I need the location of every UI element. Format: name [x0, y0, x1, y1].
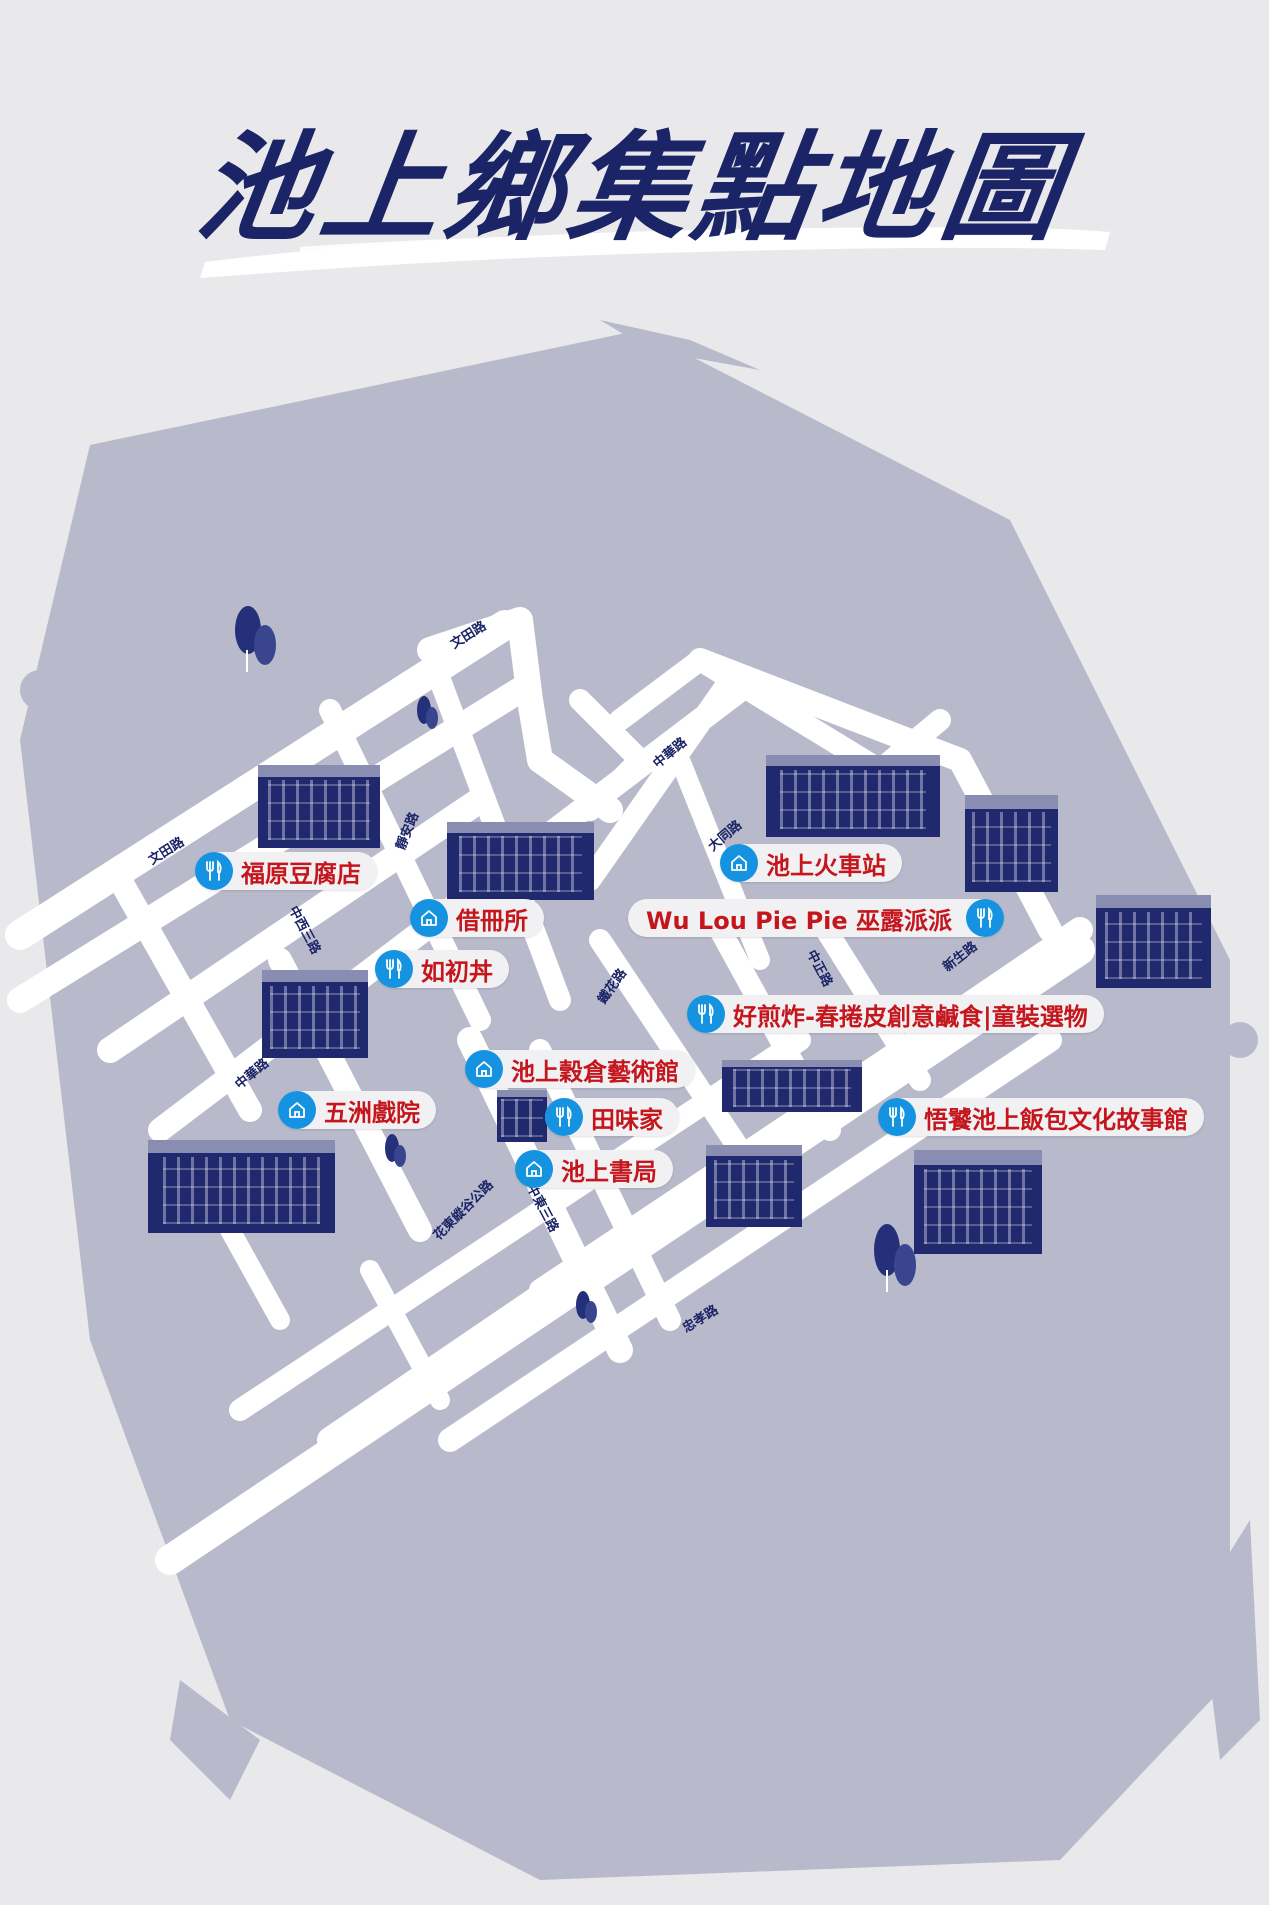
- poi-jiecesuo[interactable]: 借冊所: [410, 899, 544, 937]
- home-icon: [465, 1050, 503, 1088]
- home-icon: [720, 844, 758, 882]
- tree-cluster-5: [874, 1224, 916, 1292]
- poi-train-station[interactable]: 池上火車站: [720, 844, 902, 882]
- tree-cluster-3: [385, 1134, 406, 1167]
- poi-tianweijia[interactable]: 田味家: [545, 1098, 679, 1136]
- photo-wulou: [1096, 895, 1211, 988]
- poi-name: 好煎炸-春捲皮創意鹹食|童裝選物: [687, 995, 1104, 1033]
- photo-jiecesuo: [447, 822, 594, 900]
- brush-stroke: [200, 227, 1110, 278]
- food-icon: [687, 995, 725, 1033]
- poi-wuzhou-theater[interactable]: 五洲戲院: [278, 1091, 436, 1129]
- home-icon: [278, 1091, 316, 1129]
- poi-bookstore[interactable]: 池上書局: [515, 1150, 673, 1188]
- home-icon: [410, 899, 448, 937]
- home-icon: [515, 1150, 553, 1188]
- photo-fuyuan-tofu: [258, 765, 380, 848]
- tree-cluster-2: [417, 696, 438, 729]
- poi-wulou-pie[interactable]: Wu Lou Pie Pie 巫露派派: [628, 899, 1005, 937]
- food-icon: [966, 899, 1005, 937]
- tree-cluster-4: [576, 1291, 597, 1323]
- food-icon: [878, 1098, 916, 1136]
- poi-fuyuan-tofu[interactable]: 福原豆腐店: [195, 852, 377, 890]
- tree-cluster-1: [235, 606, 276, 672]
- food-icon: [375, 950, 413, 988]
- poi-ruchu[interactable]: 如初丼: [375, 950, 509, 988]
- photo-train-station: [766, 755, 940, 837]
- photo-ruchu: [262, 970, 368, 1058]
- poi-haojianzha[interactable]: 好煎炸-春捲皮創意鹹食|童裝選物: [687, 995, 1104, 1033]
- photo-bookstore: [706, 1145, 802, 1227]
- photo-wutao: [914, 1150, 1042, 1254]
- photo-wuzhou-theater: [148, 1140, 335, 1233]
- poi-name: 悟饕池上飯包文化故事館: [878, 1098, 1204, 1136]
- food-icon: [195, 852, 233, 890]
- poi-name: 池上穀倉藝術館: [465, 1050, 695, 1088]
- photo-station-side: [965, 795, 1058, 892]
- photo-granary: [722, 1060, 862, 1112]
- poi-granary-art[interactable]: 池上穀倉藝術館: [465, 1050, 695, 1088]
- poi-wutao-lunchbox[interactable]: 悟饕池上飯包文化故事館: [878, 1098, 1204, 1136]
- photo-tianweijia: [497, 1090, 547, 1142]
- title-banner: 池上鄉集點地圖: [0, 0, 1269, 300]
- food-icon: [545, 1098, 583, 1136]
- poi-name: Wu Lou Pie Pie 巫露派派: [628, 899, 1005, 937]
